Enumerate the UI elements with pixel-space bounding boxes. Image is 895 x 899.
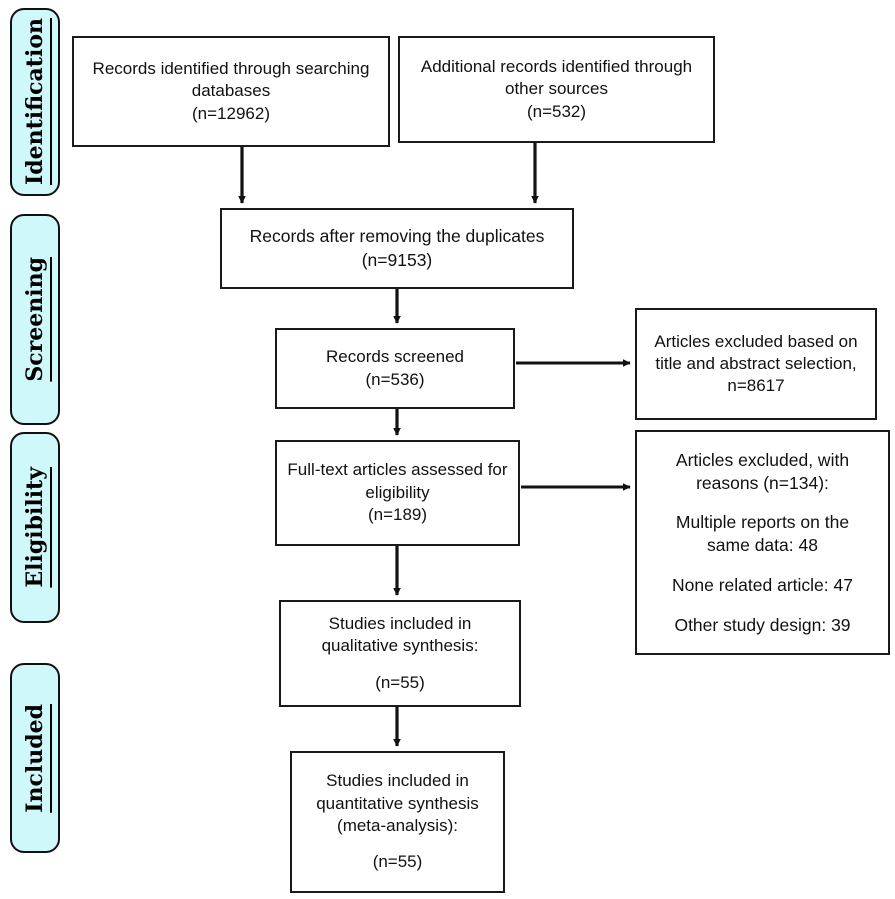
node-line: Records identified through searching [92,58,370,78]
node-line: Articles excluded, with [675,449,850,470]
phase-screening: Screening [10,214,60,425]
node-line: (n=12962) [192,103,270,123]
node-line: Records screened [326,347,464,367]
node-line: (n=532) [526,101,587,121]
phase-eligibility-label: Eligibility [22,467,48,588]
node-line: (n=55) [372,852,423,872]
node-line: Studies included in [326,771,469,791]
phase-included-label: Included [22,703,48,813]
node-line: reasons (n=134): [696,472,829,493]
node-line: databases [191,81,271,101]
node-line: eligibility [365,482,430,502]
node-line: other sources [505,79,608,99]
node-line: Additional records identified through [420,56,693,76]
node-line: (meta-analysis): [337,816,458,835]
node-line: (n=536) [365,369,425,389]
node-line: qualitative synthesis: [321,636,479,656]
node-line: same data: 48 [707,535,818,555]
node-line: None related article: 47 [672,574,853,595]
node-line: Multiple reports on the [675,512,850,533]
node-line: Records after removing the duplicates [249,226,545,247]
phase-identification: Identification [10,8,60,196]
node-line: (n=189) [367,505,428,525]
phase-screening-label: Screening [22,257,48,382]
node-line: Studies included in [328,613,472,633]
node-studies-quantitative-synthesis: Studies included in quantitative synthes… [290,751,505,893]
node-studies-qualitative-synthesis: Studies included in qualitative synthesi… [279,600,521,707]
node-line: (n=55) [375,672,425,692]
node-articles-excluded-title-abstract: Articles excluded based on title and abs… [635,308,877,420]
node-records-identified-databases: Records identified through searching dat… [72,36,390,147]
phase-identification-label: Identification [22,18,48,186]
node-line: Full-text articles assessed for [287,460,508,480]
node-line: quantitative synthesis [316,793,479,813]
node-records-after-duplicates: Records after removing the duplicates (n… [220,208,574,289]
node-line: Articles excluded based on [654,331,858,351]
node-line: Other study design: 39 [674,614,851,635]
phase-included: Included [10,663,60,853]
node-line: title and abstract selection, [655,353,857,373]
node-line: (n=9153) [361,249,433,270]
node-fulltext-assessed-eligibility: Full-text articles assessed for eligibil… [275,440,520,546]
node-additional-records-other-sources: Additional records identified through ot… [398,36,715,143]
node-records-screened: Records screened (n=536) [275,328,515,409]
node-articles-excluded-with-reasons: Articles excluded, with reasons (n=134):… [635,430,890,655]
node-line: n=8617 [727,376,785,396]
phase-eligibility: Eligibility [10,432,60,623]
